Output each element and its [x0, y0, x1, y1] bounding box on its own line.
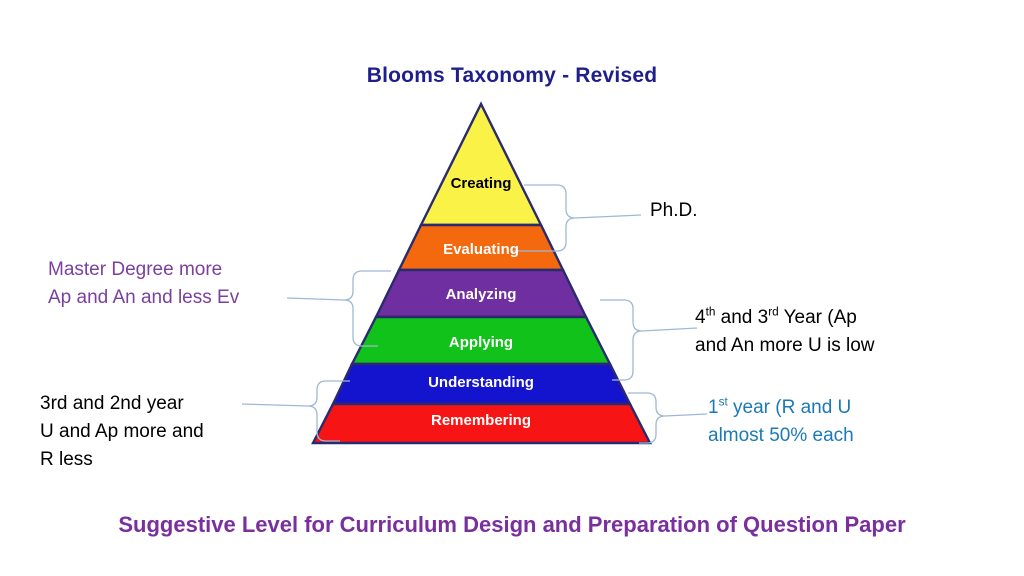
pyramid-level-evaluating[interactable]	[397, 223, 565, 272]
connector-line-master-degree	[286, 297, 345, 301]
fourth-third-year-conjunction: and 3	[715, 307, 769, 328]
annotation-phd-line-1: Ph.D.	[650, 200, 698, 221]
diagram-caption: Suggestive Level for Curriculum Design a…	[118, 512, 906, 537]
fourth-year-number: 4	[695, 307, 706, 328]
pyramid-level-understanding[interactable]	[331, 362, 632, 406]
pyramid-level-creating[interactable]	[419, 101, 543, 227]
annotation-fourth-third-year: 4th and 3rd Year (Ap and An more U is lo…	[695, 304, 875, 360]
diagram-title: Blooms Taxonomy - Revised	[366, 64, 658, 87]
annotation-fourth-third-year-line-2: and An more U is low	[695, 335, 875, 356]
annotation-fourth-third-year-line-1: 4th and 3rd Year (Ap	[695, 304, 875, 332]
annotation-master-degree-line-2: Ap and An and less Ev	[48, 287, 240, 308]
first-year-ordinal-suffix: st	[718, 395, 728, 409]
annotation-third-second-year-line-1: 3rd and 2nd year	[40, 393, 184, 414]
pyramid-level-applying[interactable]	[350, 315, 612, 366]
connector-line-phd	[574, 214, 642, 219]
annotation-third-second-year: 3rd and 2nd year U and Ap more and R les…	[40, 390, 204, 474]
pyramid-level-remembering[interactable]	[311, 402, 652, 445]
annotation-phd: Ph.D.	[650, 197, 698, 225]
first-year-number: 1	[708, 397, 719, 418]
annotation-first-year: 1st year (R and U almost 50% each	[708, 394, 854, 450]
third-year-ordinal-suffix: rd	[768, 305, 779, 319]
fourth-year-ordinal-suffix: th	[705, 305, 716, 319]
fourth-third-year-tail: Year (Ap	[778, 307, 857, 328]
annotation-master-degree: Master Degree more Ap and An and less Ev	[48, 256, 239, 312]
annotation-first-year-line-2: almost 50% each	[708, 425, 854, 446]
connector-line-third-second-year	[241, 403, 309, 407]
annotation-third-second-year-line-2: U and Ap more and	[40, 421, 204, 442]
annotation-first-year-line-1: 1st year (R and U	[708, 394, 854, 422]
connector-line-fourth-third-year	[641, 327, 698, 332]
first-year-tail: year (R and U	[727, 397, 852, 418]
connector-line-first-year	[664, 413, 708, 417]
annotation-third-second-year-line-3: R less	[40, 449, 93, 470]
annotation-master-degree-line-1: Master Degree more	[48, 259, 223, 280]
pyramid-level-analyzing[interactable]	[374, 268, 588, 319]
